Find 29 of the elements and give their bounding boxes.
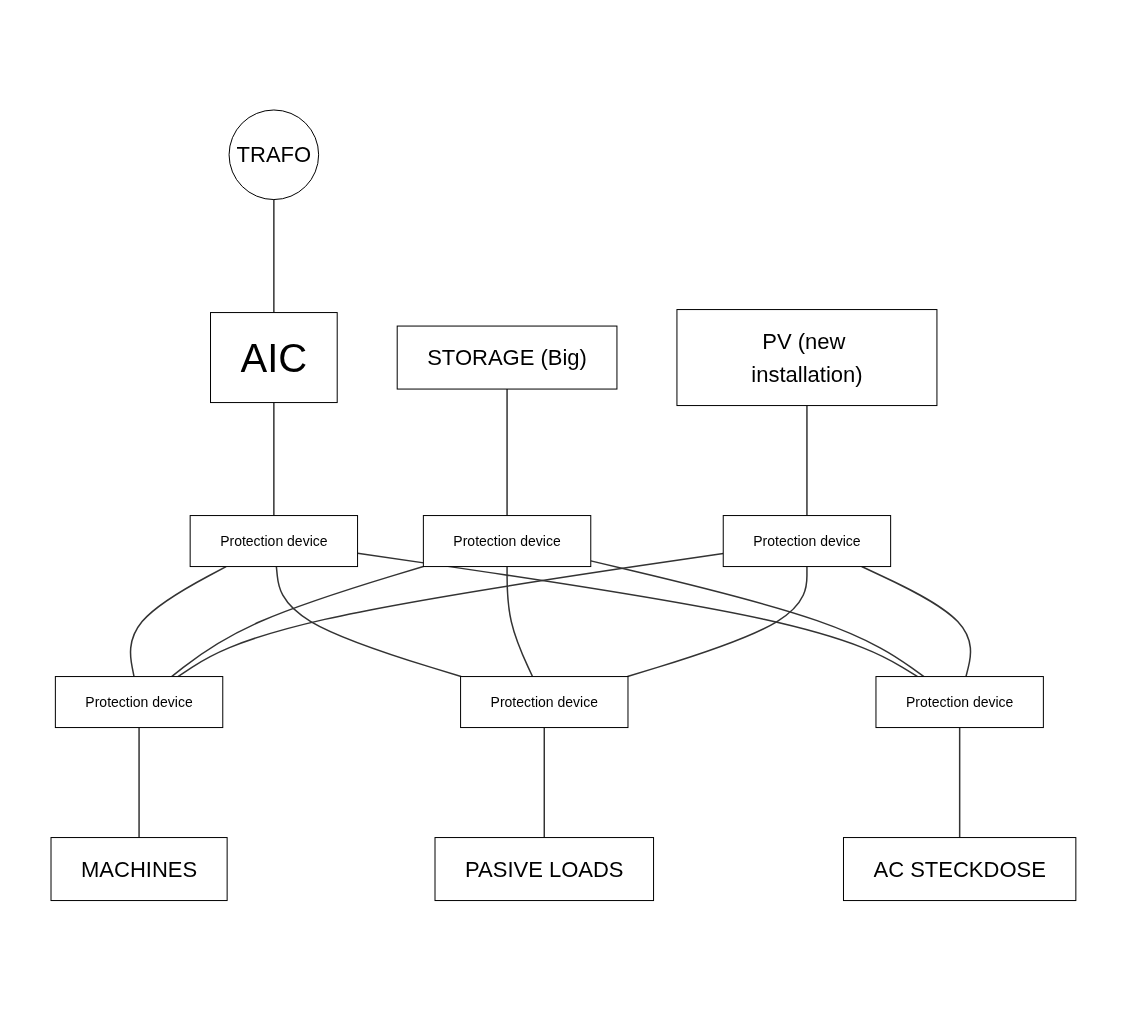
connector [275,565,462,677]
connector [356,552,919,677]
connector [170,565,425,677]
node-box: Protection device [875,675,1044,728]
connector [806,404,808,516]
connector [273,198,275,314]
connector [129,565,227,677]
connector [590,559,925,677]
connector [959,726,961,838]
node-box: MACHINES [50,836,228,901]
node-box: Protection device [722,514,892,567]
connector [177,552,725,677]
connector [138,726,140,838]
node-box: AIC [210,311,338,403]
connector [860,565,972,677]
node-box: Protection device [460,675,629,728]
node-box: AC STECKDOSE [843,836,1077,901]
node-box: Protection device [54,675,224,728]
connector [506,565,534,677]
node-circle: TRAFO [228,109,320,200]
connector [506,388,508,516]
node-box: STORAGE (Big) [396,325,618,390]
node-box: Protection device [189,514,359,567]
node-box: Protection device [422,514,592,567]
node-box: PASIVE LOADS [434,836,655,901]
connector [543,726,546,838]
connector [626,565,808,677]
node-box: PV (new installation) [676,308,938,406]
connector [273,401,275,516]
